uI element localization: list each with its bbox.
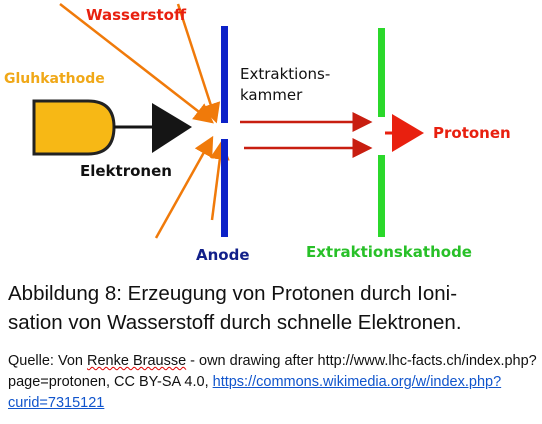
source-link[interactable]: https://commons.wikimedia.org/w/index.ph… <box>8 374 502 411</box>
source-prefix: Quelle: Von <box>8 353 87 369</box>
proton-output-arrowhead <box>392 114 424 152</box>
label-protonen: Protonen <box>433 124 511 142</box>
label-extraktionskammer-line2: kammer <box>240 86 303 104</box>
label-gluhkathode: Gluhkathode <box>4 71 105 87</box>
electron-arrowhead <box>152 103 192 153</box>
figure-caption: Abbildung 8: Erzeugung von Protonen durc… <box>8 279 538 337</box>
extraktionskathode-upper-plate <box>378 28 385 117</box>
diagram-canvas <box>32 3 424 239</box>
gluhkathode-shape <box>32 99 116 156</box>
hydrogen-arrow-top-left <box>59 3 214 124</box>
hydrogen-arrow-bottom-left <box>154 135 214 239</box>
caption-line-1: Abbildung 8: Erzeugung von Protonen durc… <box>8 282 458 305</box>
source-author: Renke Brausse <box>87 353 187 369</box>
label-elektronen: Elektronen <box>80 162 172 180</box>
hydrogen-arrows <box>59 3 230 239</box>
source-attribution: Quelle: Von Renke Brausse - own drawing … <box>8 351 538 414</box>
source-middle: - own drawing after http://www.lhc-facts… <box>8 353 537 390</box>
hydrogen-arrow-top-right <box>176 3 221 124</box>
hydrogen-arrow-bottom <box>209 139 230 221</box>
extraktionskathode-lower-plate <box>378 155 385 237</box>
anode-lower-plate <box>221 139 228 237</box>
caption-line-2: sation von Wasserstoff durch schnelle El… <box>8 311 462 334</box>
label-extraktionskammer: Extraktions- kammer <box>240 64 360 106</box>
label-extraktionskammer-line1: Extraktions- <box>240 65 331 83</box>
anode-upper-plate <box>221 26 228 123</box>
label-extraktionskathode: Extraktionskathode <box>306 243 472 261</box>
label-wasserstoff: Wasserstoff <box>86 6 187 24</box>
ion-source-diagram: Wasserstoff Gluhkathode Elektronen Extra… <box>4 3 511 264</box>
label-anode: Anode <box>196 246 250 264</box>
